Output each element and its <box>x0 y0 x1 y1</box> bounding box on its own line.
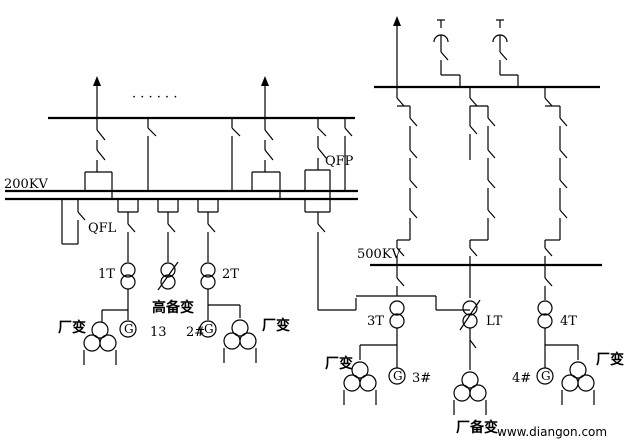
arrow-up-icon <box>261 76 269 86</box>
transformer-2t: G <box>199 262 241 338</box>
high-standby-label: 高备变 <box>152 299 194 316</box>
svg-text:G: G <box>393 369 403 383</box>
plant-left-2-label: 厂变 <box>262 317 290 334</box>
arrow-up-icon <box>93 76 101 86</box>
incoming-upper-left <box>433 19 461 87</box>
plant-standby-label: 厂备变 <box>456 419 498 436</box>
gen-2-label: 2# <box>186 325 205 340</box>
string-1 <box>396 87 418 265</box>
t2-label: 2T <box>222 267 239 282</box>
svg-text:G: G <box>124 322 134 336</box>
svg-text:G: G <box>541 369 551 383</box>
string-2 <box>469 87 496 265</box>
t4-label: 4T <box>560 314 577 329</box>
t1-label: 1T <box>98 267 115 282</box>
transformer-high-standby <box>157 261 179 291</box>
gen-4-label: 4# <box>512 371 531 386</box>
plant-transformer-left-1 <box>83 321 117 365</box>
continuation-dots: · · · · · · <box>132 90 177 105</box>
watermark: www.diangon.com <box>497 425 607 439</box>
plant-transformer-3 <box>343 361 377 405</box>
incoming-upper-right <box>492 19 519 87</box>
t3-label: 3T <box>367 314 384 329</box>
plant-transformer-4 <box>561 361 595 405</box>
branch-lt <box>459 265 481 370</box>
plant-4-label: 厂变 <box>596 351 624 368</box>
gen-13-label: 13 <box>150 325 167 340</box>
plant-transformer-left-2 <box>223 319 257 363</box>
plant-left-1-label: 厂变 <box>58 319 86 336</box>
transformer-1t: G <box>101 262 137 338</box>
plant-transformer-standby <box>453 371 487 415</box>
plant-3-label: 厂变 <box>325 355 353 372</box>
arrow-up-icon <box>393 16 401 26</box>
branch-3t: G <box>356 265 470 385</box>
branch-4t: G <box>536 265 579 385</box>
string-3 <box>544 87 568 265</box>
left-substation: · · · · · · <box>5 76 358 365</box>
qfp-label: QFP <box>325 154 354 169</box>
right-substation: G G <box>343 16 602 415</box>
gen-3-label: 3# <box>412 371 431 386</box>
upper-feeders <box>84 76 353 199</box>
svg-text:G: G <box>204 322 214 336</box>
lower-feeders-200kv <box>61 199 357 311</box>
lt-label: LT <box>486 314 503 329</box>
bus-200kv-label: 200KV <box>4 177 49 192</box>
bus-500kv-label: 500KV <box>357 247 402 262</box>
qfl-label: QFL <box>88 221 117 236</box>
